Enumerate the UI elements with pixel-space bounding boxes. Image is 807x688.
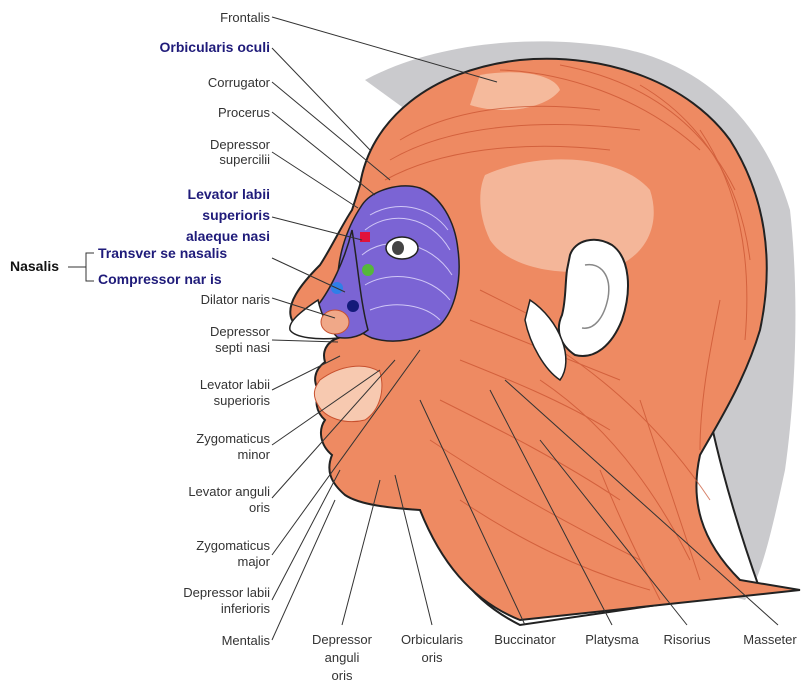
dilator-naris-region (321, 310, 349, 334)
label-nasalis: Nasalis (10, 259, 59, 274)
label-depressor-supercilii-2: supercilii (219, 152, 270, 167)
label-zygomaticus-minor-1: Zygomaticus (196, 431, 270, 446)
label-levator-labii-alaeque-1: Levator labii (188, 187, 270, 202)
label-risorius: Risorius (652, 632, 722, 647)
label-levator-anguli-1: Levator anguli (188, 484, 270, 499)
label-orbicularis-oris-1: Orbicularis (392, 632, 472, 647)
label-levator-labii-alaeque-3: alaeque nasi (186, 229, 270, 244)
label-orbicularis-oculi: Orbicularis oculi (160, 40, 270, 55)
label-orbicularis-oris-2: oris (392, 650, 472, 665)
label-zygomaticus-major-1: Zygomaticus (196, 538, 270, 553)
label-levator-labii-sup-2: superioris (214, 393, 270, 408)
label-depressor-septi-1: Depressor (210, 324, 270, 339)
label-depressor-septi-2: septi nasi (215, 340, 270, 355)
label-depressor-anguli-2: anguli (302, 650, 382, 665)
label-depressor-anguli-3: oris (302, 668, 382, 683)
label-depressor-labii-inf-2: inferioris (221, 601, 270, 616)
label-depressor-labii-inf-1: Depressor labii (183, 585, 270, 600)
label-frontalis: Frontalis (220, 10, 270, 25)
label-zygomaticus-major-2: major (237, 554, 270, 569)
label-corrugator: Corrugator (208, 75, 270, 90)
label-zygomaticus-minor-2: minor (237, 447, 270, 462)
label-mentalis: Mentalis (222, 633, 270, 648)
dot-dark-blue (347, 300, 359, 312)
label-levator-labii-alaeque-2: superioris (202, 208, 270, 223)
label-depressor-anguli-1: Depressor (302, 632, 382, 647)
label-depressor-supercilii-1: Depressor (210, 137, 270, 152)
label-levator-anguli-2: oris (249, 500, 270, 515)
dot-red (360, 232, 370, 242)
label-platysma: Platysma (572, 632, 652, 647)
label-procerus: Procerus (218, 105, 270, 120)
iris (392, 241, 404, 255)
label-dilator-naris: Dilator naris (201, 292, 270, 307)
temporal-highlight (480, 159, 653, 272)
label-levator-labii-sup-1: Levator labii (200, 377, 270, 392)
label-compressor-naris: Compressor nar is (98, 272, 222, 287)
label-buccinator: Buccinator (485, 632, 565, 647)
label-transverse-nasalis: Transver se nasalis (98, 246, 227, 261)
dot-green (362, 264, 374, 276)
label-masseter: Masseter (735, 632, 805, 647)
